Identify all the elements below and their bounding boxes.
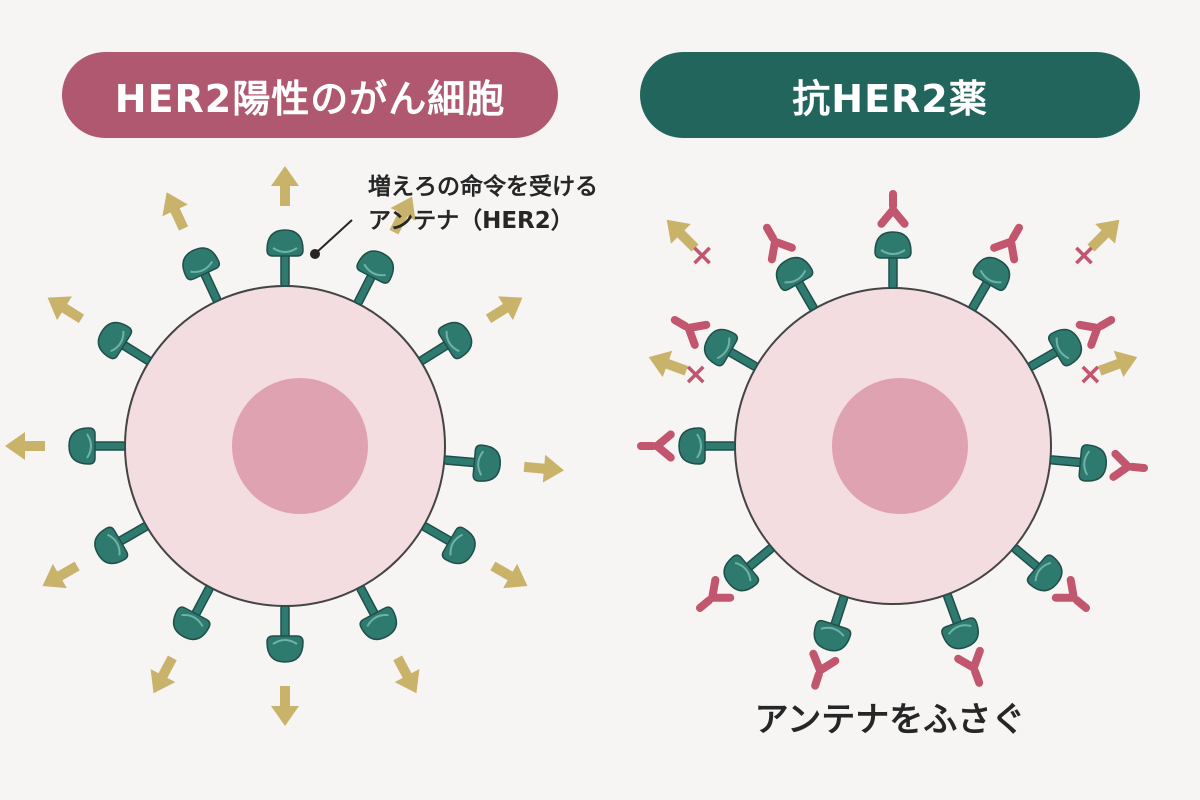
her2-receptor bbox=[678, 427, 736, 465]
blocked-x-mark: × bbox=[683, 357, 708, 392]
her2-receptor bbox=[266, 605, 304, 663]
signal-arrow bbox=[485, 553, 535, 599]
blocked-x-mark: × bbox=[1071, 238, 1096, 273]
blocked-x-mark: × bbox=[1078, 357, 1103, 392]
her2-receptor bbox=[441, 441, 503, 484]
treated-cell bbox=[734, 287, 1052, 605]
signal-arrow bbox=[271, 166, 299, 206]
anti-her2-antibody bbox=[950, 643, 997, 693]
signal-arrow bbox=[481, 285, 530, 331]
her2-receptor bbox=[68, 427, 126, 465]
her2-receptor bbox=[1047, 440, 1109, 484]
signal-arrow bbox=[385, 651, 429, 700]
her2-positive-cancer-cell-title: HER2陽性のがん細胞 bbox=[62, 52, 558, 138]
anti-her2-antibody bbox=[1107, 447, 1150, 486]
signal-arrow bbox=[35, 553, 85, 599]
blocked-x-mark: × bbox=[690, 238, 715, 273]
cancer-cell bbox=[124, 285, 446, 607]
block-antenna-caption: アンテナをふさぐ bbox=[754, 700, 1026, 740]
signal-arrow bbox=[40, 285, 89, 331]
annotation-pointer-dot bbox=[310, 249, 320, 259]
signal-arrow bbox=[5, 432, 45, 460]
annotation-line-2: アンテナ（HER2） bbox=[368, 208, 574, 234]
her2-receptor bbox=[266, 229, 304, 287]
left-title-text: HER2陽性のがん細胞 bbox=[114, 76, 506, 121]
nucleus bbox=[832, 378, 968, 514]
signal-arrow bbox=[522, 452, 566, 485]
anti-her2-drug-title: 抗HER2薬 bbox=[640, 52, 1140, 138]
nucleus bbox=[232, 378, 368, 514]
her2-receptor bbox=[874, 231, 912, 289]
anti-her2-antibody bbox=[875, 190, 911, 230]
annotation-line-1: 増えろの命令を受ける bbox=[368, 174, 598, 200]
signal-arrow bbox=[141, 651, 185, 700]
anti-her2-antibody bbox=[637, 428, 677, 464]
blocked-signal-arrows: × × × × bbox=[643, 209, 1143, 392]
her2-receptor bbox=[808, 589, 863, 657]
anti-her2-antibody bbox=[797, 646, 843, 695]
right-title-text: 抗HER2薬 bbox=[792, 76, 988, 121]
signal-arrow bbox=[271, 686, 299, 726]
her2-annotation: 増えろの命令を受ける アンテナ（HER2） bbox=[368, 170, 598, 238]
signal-arrow bbox=[153, 186, 197, 235]
